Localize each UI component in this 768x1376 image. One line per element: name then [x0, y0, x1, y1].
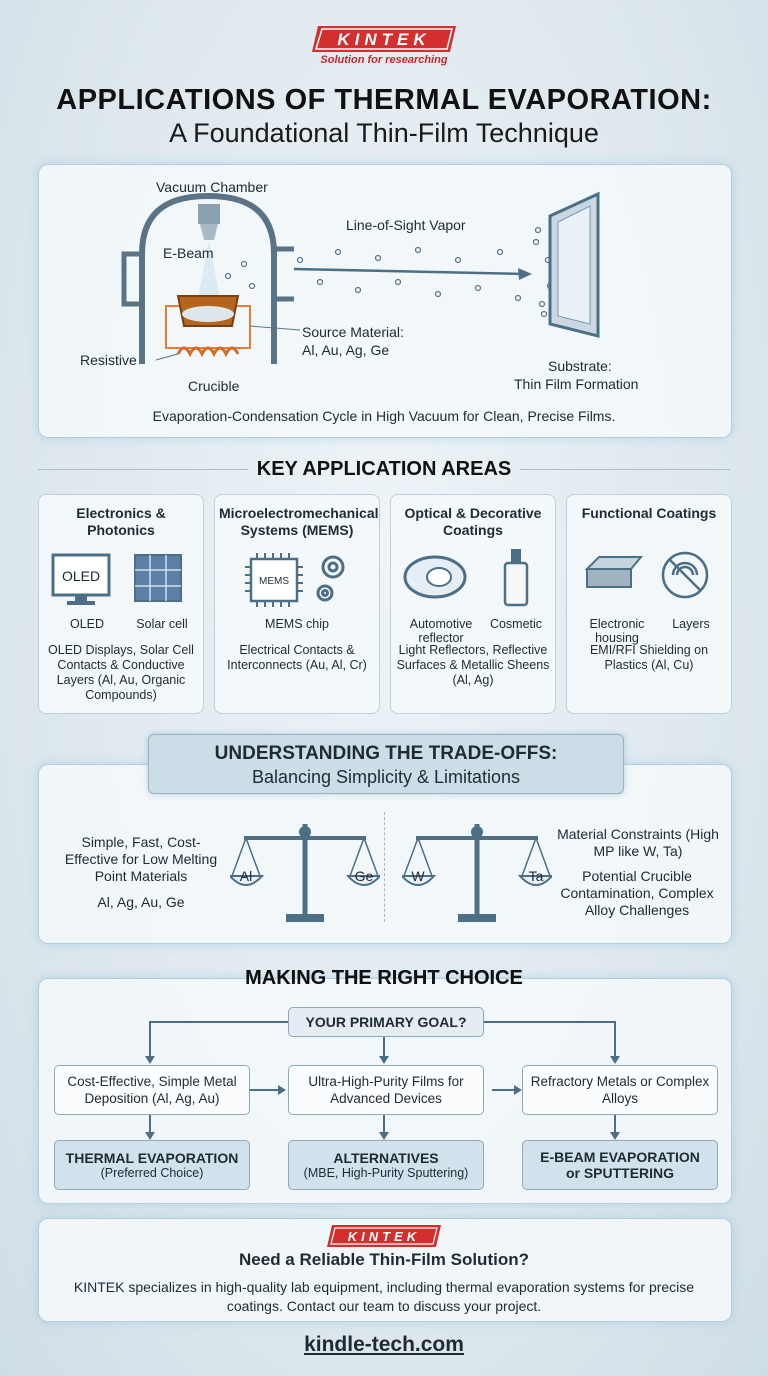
- kintek-logo: KINTEK: [312, 26, 456, 52]
- card-mems: Microelectromechanical Systems (MEMS) ME…: [214, 494, 380, 714]
- scale-label-w: W: [411, 868, 425, 884]
- card-description: Light Reflectors, Reflective Surfaces & …: [396, 643, 550, 687]
- label-ebeam: E-Beam: [163, 245, 214, 261]
- result-sub: or SPUTTERING: [565, 1165, 675, 1181]
- caption-oled: OLED: [69, 617, 105, 631]
- result-main: THERMAL EVAPORATION: [65, 1150, 239, 1166]
- tradeoffs-title: UNDERSTANDING THE TRADE-OFFS:: [214, 743, 558, 764]
- cta-title: Need a Reliable Thin-Film Solution?: [239, 1250, 529, 1269]
- section-heading-choice-overlay: MAKING THE RIGHT CHOICE: [245, 967, 523, 989]
- card-title: Functional Coatings: [581, 505, 717, 521]
- card-title: Microelectromechanical Systems (MEMS): [219, 505, 379, 538]
- divider-left: [38, 469, 248, 470]
- mems-chip-icon: MEMS: [245, 553, 345, 607]
- result-thermal-evaporation: THERMAL EVAPORATION (Preferred Choice): [54, 1140, 250, 1190]
- cta-body: KINTEK specializes in high-quality lab e…: [73, 1279, 695, 1314]
- tradeoffs-panel: [38, 764, 732, 944]
- oled-monitor-icon: OLED: [51, 553, 182, 605]
- caption-mems-chip: MEMS chip: [265, 617, 329, 631]
- label-resistive: Resistive: [80, 352, 137, 368]
- label-vacuum-chamber: Vacuum Chamber: [156, 179, 268, 195]
- label-substrate: Substrate:: [548, 358, 612, 374]
- label-source-material: Source Material:: [302, 324, 404, 340]
- pros-materials: Al, Ag, Au, Ge: [97, 894, 185, 910]
- caption-layers: Layers: [672, 617, 710, 631]
- divider-right: [520, 469, 730, 470]
- oled-icon-text: OLED: [62, 568, 100, 584]
- card-description: OLED Displays, Solar Cell Contacts & Con…: [48, 643, 194, 702]
- scale-label-ge: Ge: [354, 868, 374, 884]
- cosmetic-bottle-icon: [503, 549, 529, 607]
- svg-text:KINTEK: KINTEK: [337, 30, 430, 49]
- card-functional: Functional Coatings Electronic housing L…: [566, 494, 732, 714]
- tagline: Solution for researching: [320, 54, 448, 66]
- website-link[interactable]: kindle-tech.com: [304, 1333, 464, 1356]
- cons-text-contamination: Potential Crucible Contamination, Comple…: [560, 868, 714, 918]
- card-description: EMI/RFI Shielding on Plastics (Al, Cu): [589, 643, 709, 672]
- kintek-logo-small: KINTEK: [327, 1225, 441, 1247]
- label-vapor: Line-of-Sight Vapor: [346, 217, 466, 233]
- scale-label-ta: Ta: [528, 868, 544, 884]
- tradeoffs-subtitle: Balancing Simplicity & Limitations: [251, 767, 521, 787]
- cons-text-materials: Material Constraints (High MP like W, Ta…: [557, 826, 719, 859]
- reflector-icon: [403, 549, 529, 607]
- result-ebeam-sputtering: E-BEAM EVAPORATION or SPUTTERING: [522, 1140, 718, 1190]
- result-main: E-BEAM EVAPORATION: [540, 1149, 700, 1165]
- card-title: Optical & Decorative Coatings: [404, 505, 542, 538]
- result-sub: (MBE, High-Purity Sputtering): [303, 1166, 469, 1180]
- pros-text: Simple, Fast, Cost-Effective for Low Mel…: [64, 834, 218, 884]
- goal-question: YOUR PRIMARY GOAL?: [288, 1007, 484, 1037]
- result-sub: (Preferred Choice): [100, 1166, 204, 1180]
- decision-flow-arrows: [145, 1021, 620, 1140]
- tradeoffs-banner: UNDERSTANDING THE TRADE-OFFS: Balancing …: [148, 734, 624, 794]
- card-description: Electrical Contacts & Interconnects (Au,…: [227, 643, 367, 672]
- diagram-caption: Evaporation-Condensation Cycle in High V…: [152, 408, 616, 424]
- option-cost-effective: Cost-Effective, Simple Metal Deposition …: [54, 1065, 250, 1115]
- option-high-purity: Ultra-High-Purity Films for Advanced Dev…: [288, 1065, 484, 1115]
- card-title: Electronics & Photonics: [76, 505, 166, 538]
- solar-cell-icon: [134, 554, 182, 602]
- scale-label-al: Al: [239, 868, 253, 884]
- caption-cosmetic: Cosmetic: [489, 617, 543, 631]
- page-subtitle: A Foundational Thin-Film Technique: [169, 118, 599, 148]
- balance-scale-icon-right: [402, 824, 552, 922]
- label-source-metals: Al, Au, Ag, Ge: [302, 342, 390, 358]
- svg-text:KINTEK: KINTEK: [348, 1229, 420, 1244]
- process-diagram-panel: [38, 164, 732, 438]
- result-alternatives: ALTERNATIVES (MBE, High-Purity Sputterin…: [288, 1140, 484, 1190]
- caption-automotive-reflector: Automotive reflector: [409, 617, 473, 645]
- caption-solar-cell: Solar cell: [136, 617, 188, 631]
- balance-scale-icon-left: [230, 824, 380, 922]
- result-main: ALTERNATIVES: [333, 1150, 439, 1166]
- electronic-housing-icon: [584, 551, 709, 599]
- gear-icon: [316, 555, 345, 602]
- svg-text:MEMS: MEMS: [259, 576, 289, 587]
- page-title: APPLICATIONS OF THERMAL EVAPORATION:: [56, 84, 712, 116]
- card-electronics: Electronics & Photonics OLED OLED Solar …: [38, 494, 204, 714]
- label-crucible: Crucible: [188, 378, 240, 394]
- label-thin-film: Thin Film Formation: [514, 376, 639, 392]
- option-refractory: Refractory Metals or Complex Alloys: [522, 1065, 718, 1115]
- section-heading-key-areas: KEY APPLICATION AREAS: [256, 458, 512, 480]
- evaporation-diagram: [121, 191, 600, 364]
- card-optical: Optical & Decorative Coatings Automotive…: [390, 494, 556, 714]
- no-signal-icon: [661, 551, 709, 599]
- caption-electronic-housing: Electronic housing: [589, 617, 645, 645]
- tradeoff-divider: [384, 812, 385, 922]
